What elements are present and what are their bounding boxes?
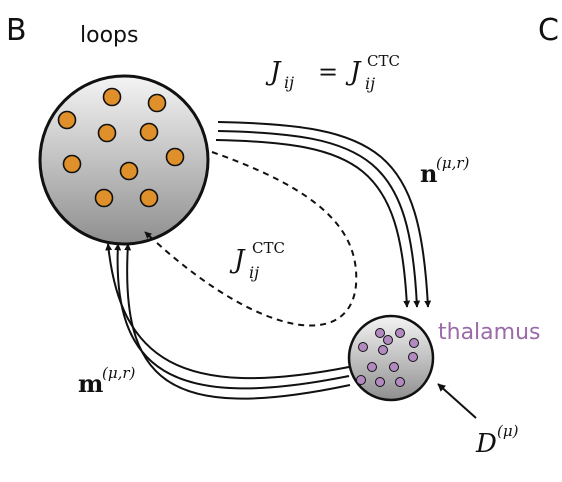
eq-top-equals: = bbox=[318, 58, 338, 86]
m-arrow-1 bbox=[105, 243, 350, 380]
eq-top-rhs-sub: ij bbox=[365, 74, 375, 93]
d-label-sup: (μ) bbox=[497, 422, 519, 440]
m-arrow-2 bbox=[114, 243, 350, 390]
m-projection-arrows bbox=[105, 243, 351, 400]
ctc-dashed-arrow bbox=[144, 151, 358, 327]
thalamus-neuron-dot bbox=[389, 362, 399, 372]
thalamus-dots bbox=[356, 328, 419, 387]
thalamus-neuron-dot bbox=[356, 375, 366, 385]
eq-top-rhs: J bbox=[345, 57, 362, 87]
m-label-sup: (μ,r) bbox=[102, 364, 136, 382]
thalamus-neuron-dot bbox=[408, 352, 418, 362]
m-label: m (μ,r) bbox=[78, 364, 136, 398]
loop-neuron-dot bbox=[102, 87, 122, 107]
eq-top-rhs-sup: CTC bbox=[367, 52, 400, 70]
m-arrow-3 bbox=[124, 243, 351, 400]
thalamus-neuron-dot bbox=[358, 342, 368, 352]
loop-neuron-dot bbox=[97, 123, 117, 143]
panel-label-b: B bbox=[6, 13, 27, 48]
thalamus-neuron-dot bbox=[367, 362, 377, 372]
thalamus-neuron-dot bbox=[375, 328, 385, 338]
n-label-base: n bbox=[420, 159, 437, 188]
thalamus-neuron-dot bbox=[383, 335, 393, 345]
d-label: D (μ) bbox=[475, 422, 519, 459]
loops-sphere bbox=[38, 74, 210, 246]
loop-neuron-dot bbox=[139, 122, 159, 142]
eq-mid-sub: ij bbox=[249, 263, 259, 282]
thalamus-neuron-dot bbox=[375, 377, 385, 387]
thalamus-neuron-dot bbox=[409, 338, 419, 348]
equation-middle: J CTC ij bbox=[229, 239, 285, 282]
eq-mid-sup: CTC bbox=[252, 239, 285, 257]
loop-neuron-dot bbox=[57, 110, 77, 130]
thalamus-neuron-dot bbox=[378, 345, 388, 355]
n-label-sup: (μ,r) bbox=[436, 154, 470, 172]
thalamus-neuron-dot bbox=[395, 377, 405, 387]
loop-neuron-dot bbox=[147, 93, 167, 113]
eq-mid-sym: J bbox=[229, 245, 246, 275]
thalamus-neuron-dot bbox=[395, 328, 405, 338]
loop-neuron-dot bbox=[62, 154, 82, 174]
panel-label-c: C bbox=[538, 13, 559, 48]
m-label-base: m bbox=[78, 369, 103, 398]
n-label: n (μ,r) bbox=[420, 154, 470, 188]
equation-top: J ij = J CTC ij bbox=[265, 52, 400, 93]
d-label-base: D bbox=[475, 429, 497, 459]
n-projection-arrows bbox=[215, 121, 432, 308]
loop-neuron-dot bbox=[119, 161, 139, 181]
loop-neuron-dot bbox=[139, 188, 159, 208]
eq-top-lhs: J bbox=[265, 57, 282, 87]
loops-label: loops bbox=[80, 23, 138, 48]
n-arrow-2 bbox=[217, 130, 421, 308]
loop-neuron-dot bbox=[94, 188, 114, 208]
eq-top-lhs-sub: ij bbox=[284, 73, 294, 92]
n-arrow-3 bbox=[215, 139, 411, 308]
n-arrow-1 bbox=[217, 121, 432, 308]
thalamus-sphere bbox=[347, 314, 435, 402]
thalamus-label: thalamus bbox=[438, 320, 540, 345]
d-input-arrow bbox=[437, 383, 477, 419]
loop-neuron-dot bbox=[165, 147, 185, 167]
loops-dots bbox=[57, 87, 185, 208]
